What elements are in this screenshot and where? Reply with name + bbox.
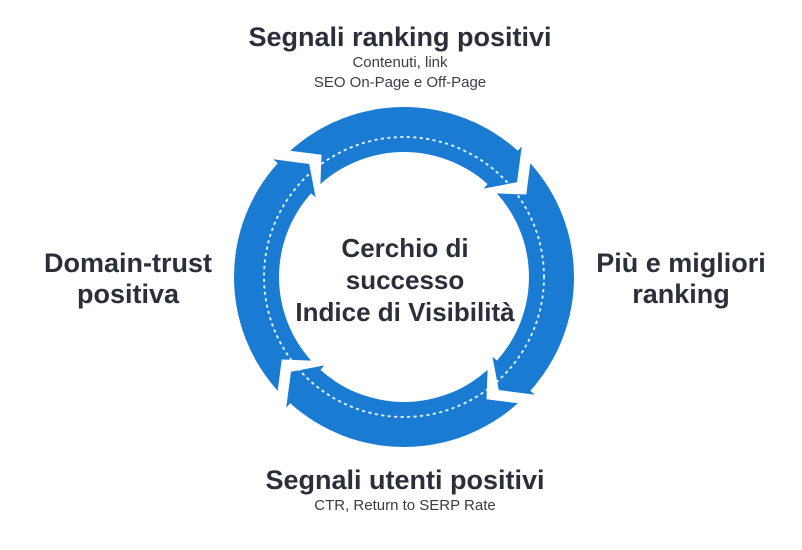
top-node: Segnali ranking positivi Contenuti, link… (200, 22, 600, 93)
right-node: Più e migliori ranking (570, 248, 792, 310)
left-node: Domain-trust positiva (18, 248, 238, 310)
left-node-line2: positiva (76, 279, 180, 309)
bottom-node: Segnali utenti positivi CTR, Return to S… (200, 465, 610, 516)
cycle-arrow-segment-4 (233, 159, 316, 391)
center-line2: successo (345, 265, 465, 295)
cycle-arrow-segment-1 (290, 106, 522, 189)
top-node-line2: SEO On-Page e Off-Page (313, 74, 487, 91)
cycle-arrow-segment-3 (286, 365, 518, 448)
bottom-node-sub: CTR, Return to SERP Rate (314, 497, 496, 514)
cycle-arrows (233, 106, 575, 448)
top-node-line1: Contenuti, link (352, 54, 448, 71)
right-node-line2: ranking (632, 279, 730, 309)
center-line3: Indice di Visibilità (295, 297, 515, 327)
cycle-dotted-ring (263, 136, 545, 418)
dotted-ring-line (263, 136, 545, 418)
right-node-line1: Più e migliori (596, 248, 766, 278)
top-node-title: Segnali ranking positivi (248, 22, 552, 52)
center-label: Cerchio di successo Indice di Visibilità (265, 232, 545, 328)
center-line1: Cerchio di (341, 233, 469, 263)
left-node-line1: Domain-trust (44, 248, 212, 278)
cycle-arrow-segment-2 (492, 163, 575, 395)
bottom-node-title: Segnali utenti positivi (265, 465, 545, 495)
